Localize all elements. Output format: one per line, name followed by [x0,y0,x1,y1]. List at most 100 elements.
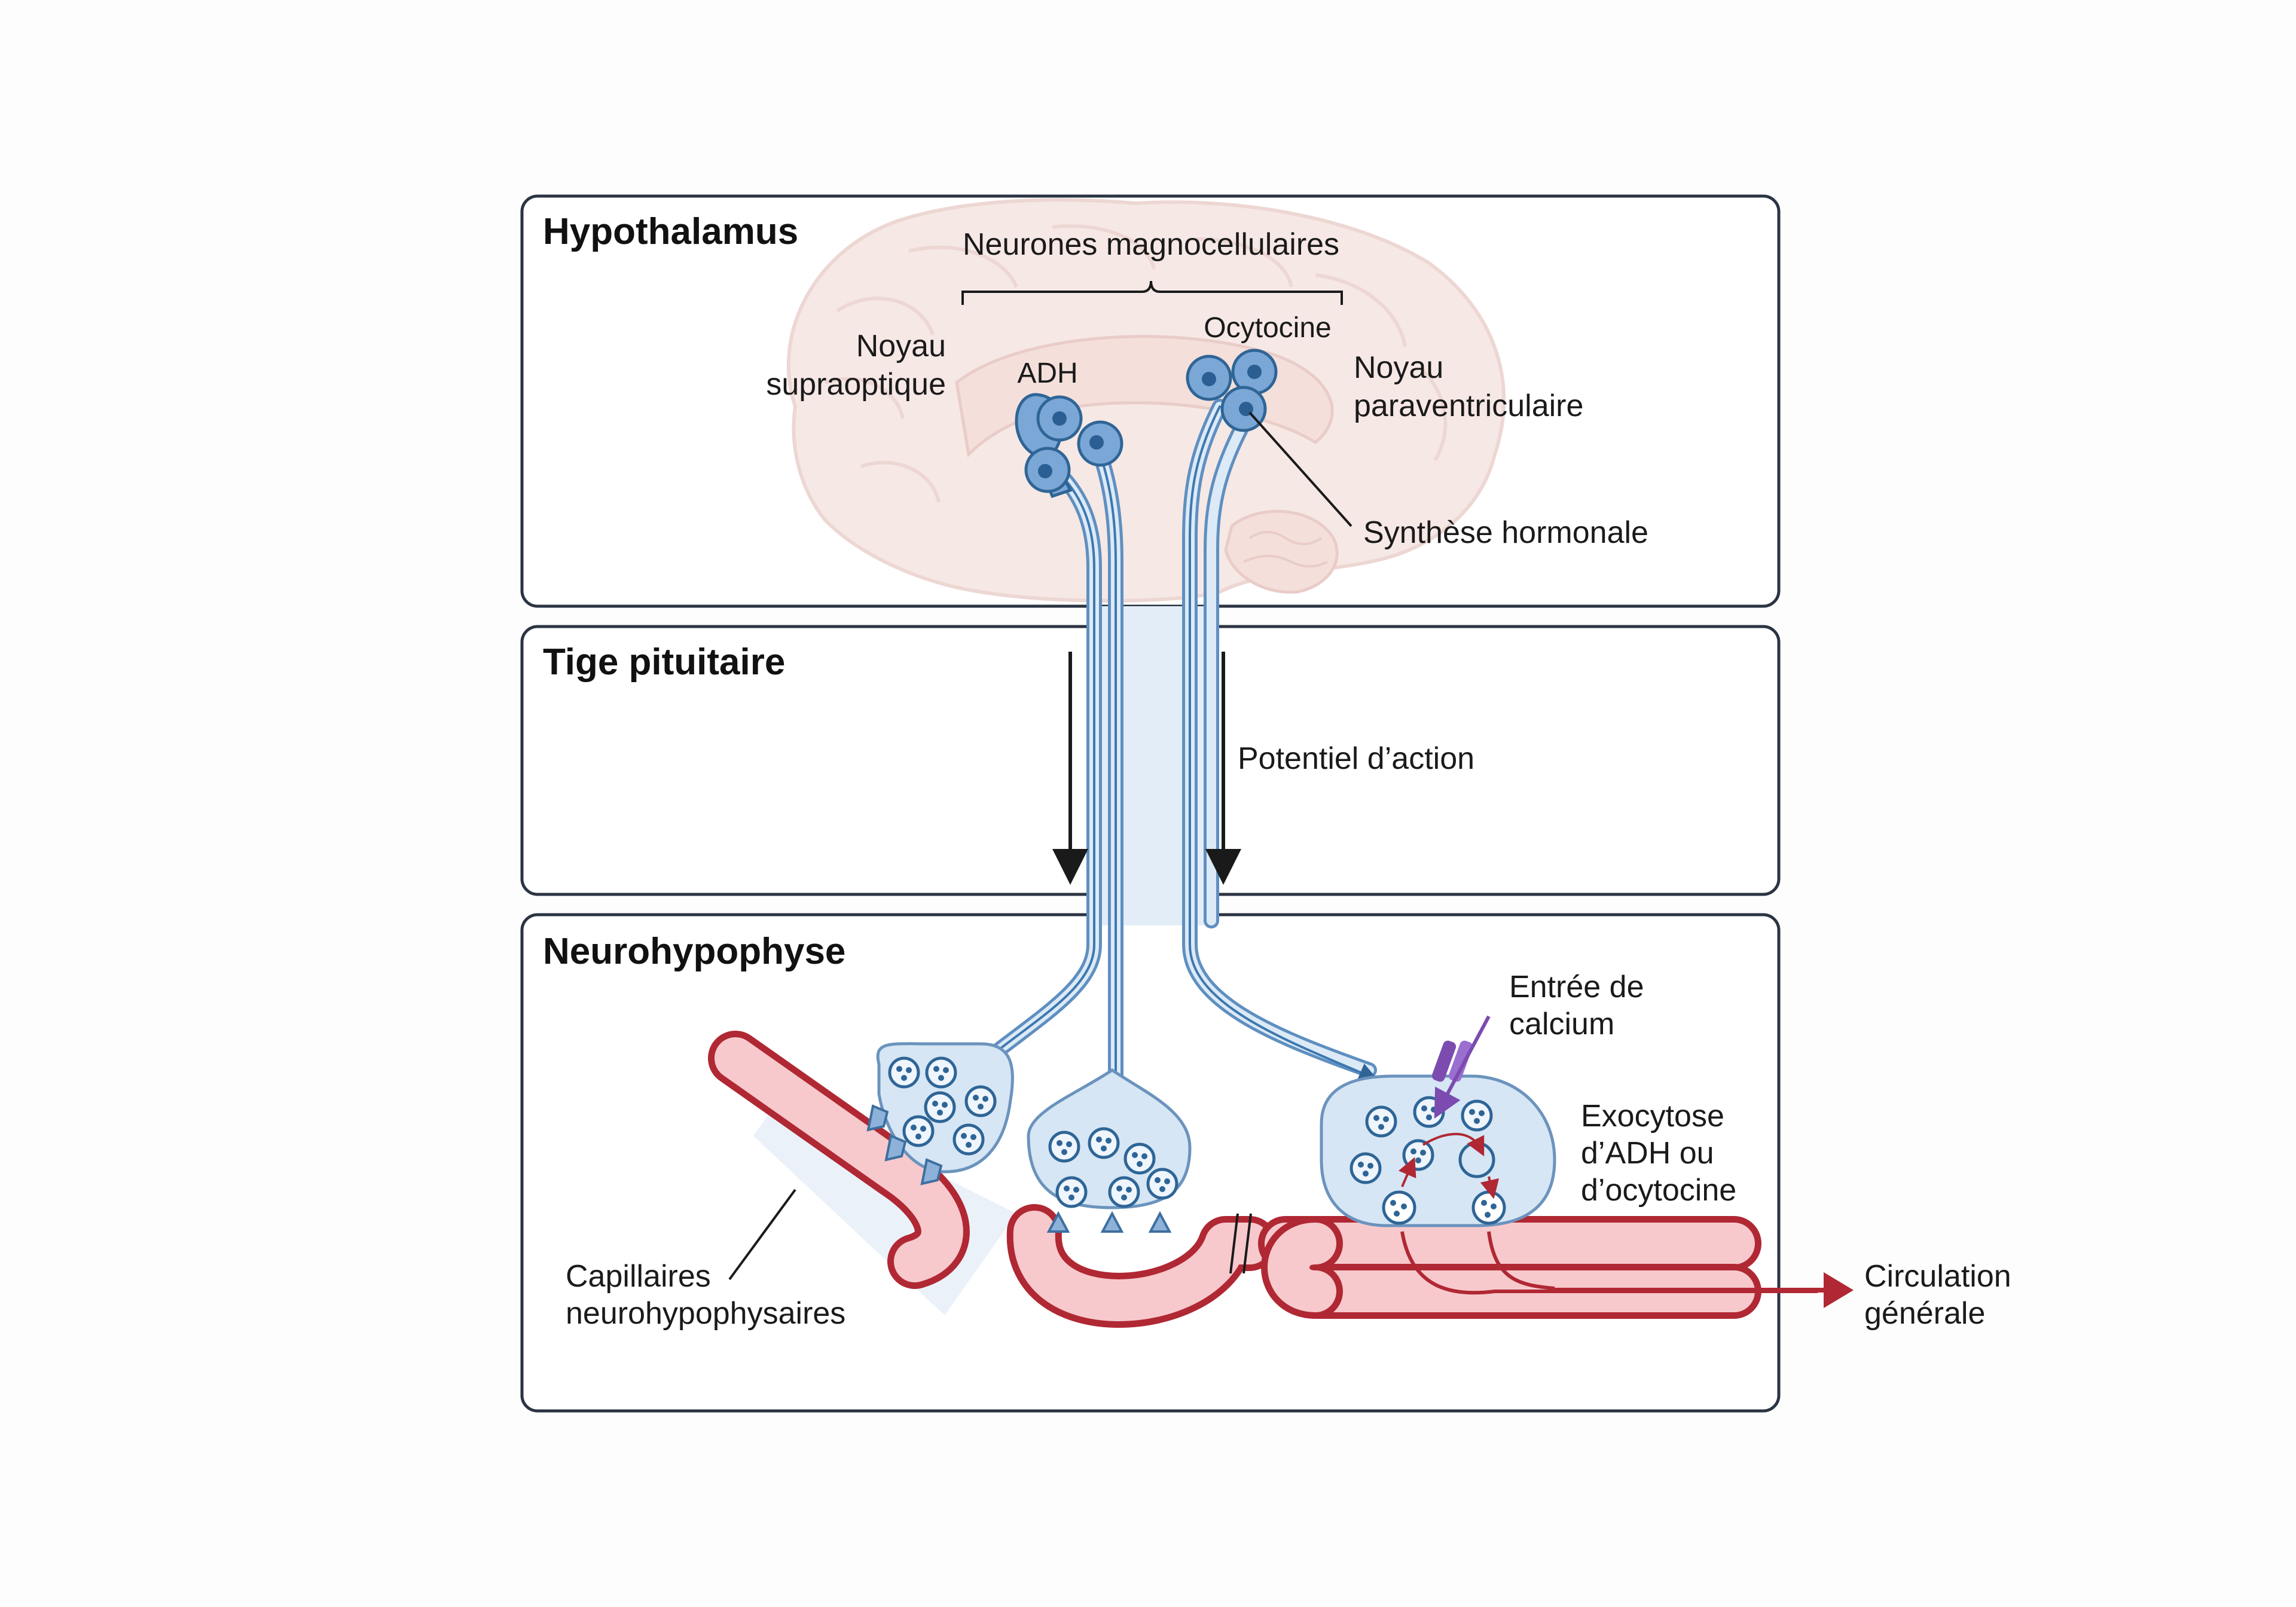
hormone-granule [982,1096,988,1102]
hormone-granule [1373,1115,1379,1121]
label-exocytosis-2: d’ADH ou [1581,1136,1714,1171]
calcium-channel-icon [1431,1015,1491,1119]
hormone-granule [932,1101,938,1107]
circulation-arrows [1400,1231,1854,1308]
label-capillaries-2: neurohypophysaires [566,1296,845,1331]
hormone-granule [1096,1136,1102,1142]
synthesis-leader [1248,411,1352,527]
hormone-granule [938,1075,944,1081]
hormone-granule [1057,1140,1062,1146]
hormone-granule [896,1066,902,1072]
hormone-granule [1469,1109,1475,1115]
hormone-vesicle [1088,1127,1120,1159]
oxytocin-neurons [1186,349,1278,432]
hormone-granule [970,1134,976,1140]
hormone-vesicle [1123,1142,1156,1175]
adh-neurons [1015,393,1123,499]
hormone-vesicle [1402,1139,1434,1171]
hormone-granule [1155,1177,1161,1183]
label-circulation-2: générale [1864,1296,1985,1331]
hormone-granule [1132,1152,1138,1158]
label-action-potential: Potentiel d’action [1238,741,1474,776]
hormone-granule [937,1110,943,1116]
hormone-granule [1415,1157,1421,1163]
adh-axons [973,447,1125,1122]
hormone-vesicle [1349,1152,1382,1184]
hormone-vesicle [925,1056,957,1089]
hormone-vesicle [902,1115,935,1147]
hormone-granule [1064,1186,1070,1191]
label-capillaries-1: Capillaires [566,1259,711,1294]
hormone-granule [1073,1187,1079,1193]
hormone-granule [901,1075,907,1081]
hormone-vesicle [964,1085,997,1117]
brain-illustration [786,198,1506,603]
release-sites [866,1104,1172,1233]
label-paraventricular-2: paraventriculaire [1354,389,1583,423]
hormone-granule [1421,1105,1427,1111]
hormone-granule [1479,1110,1485,1116]
hormone-vesicle [1146,1168,1178,1200]
oxytocin-axons [1182,399,1378,1081]
capillaries-leader [728,1189,796,1281]
hormone-granule [1410,1148,1416,1154]
hormone-granule [1137,1161,1143,1167]
panel-title-neurohypophysis: Neurohypophyse [543,931,845,972]
hormone-granule [943,1067,949,1073]
label-supraoptic-2: supraoptique [766,367,946,402]
hormone-granule [1358,1162,1364,1168]
hormone-granule [933,1066,939,1072]
hormone-granule [1363,1171,1369,1177]
hormone-granule [920,1126,926,1132]
hormone-vesicle [1055,1176,1088,1208]
hormone-granule [915,1134,921,1139]
hormone-granule [978,1104,984,1110]
label-adh: ADH [1017,358,1077,389]
hormone-granule [1474,1118,1480,1124]
hormone-granule [1141,1153,1147,1159]
exocytosis-vesicles [1382,1132,1506,1225]
label-paraventricular-1: Noyau [1354,350,1443,385]
hormone-granule [1116,1186,1122,1191]
hormone-vesicle [924,1091,956,1123]
hormone-granule [1126,1187,1132,1193]
label-exocytosis-3: d’ocytocine [1581,1173,1736,1208]
hormone-vesicle [1048,1131,1080,1163]
label-circulation-1: Circulation [1864,1259,2011,1294]
panel-title-stalk: Tige pituitaire [543,641,785,683]
hormone-granule [1101,1145,1107,1151]
label-supraoptic-1: Noyau [856,329,946,363]
hormone-granule [1420,1150,1426,1156]
hormone-granule [1378,1124,1384,1130]
terminal-right [1320,1074,1556,1227]
label-calcium-2: calcium [1509,1007,1614,1041]
hormone-granule [1431,1107,1437,1113]
hormone-granule [1066,1141,1072,1147]
hormone-granule [1426,1114,1432,1120]
hormone-vesicle [1365,1105,1397,1138]
hormone-granule [973,1095,979,1101]
label-exocytosis-1: Exocytose [1581,1099,1724,1134]
hormone-granule [906,1067,912,1073]
hormone-vesicle [1108,1176,1140,1208]
hormone-granule [961,1133,967,1139]
label-magnocellular: Neurones magnocellulaires [963,227,1339,262]
hormone-granule [1159,1186,1165,1192]
hormone-granule [1383,1116,1389,1122]
label-calcium-1: Entrée de [1509,970,1644,1004]
hormone-vesicle [1461,1099,1493,1132]
hormone-granule [966,1142,972,1148]
hormone-granule [1121,1194,1127,1200]
hormone-granule [1367,1163,1373,1169]
hormone-vesicle [952,1123,985,1156]
hormone-granule [1061,1149,1067,1155]
hormone-vesicle [888,1056,920,1089]
hormone-granule [911,1125,917,1131]
label-synthesis: Synthèse hormonale [1363,515,1648,550]
hormone-vesicle [1413,1096,1445,1128]
magnocellular-brace [961,280,1343,305]
hormone-granule [1106,1138,1112,1144]
hormone-granule [942,1102,948,1108]
panel-title-hypothalamus: Hypothalamus [543,211,798,252]
